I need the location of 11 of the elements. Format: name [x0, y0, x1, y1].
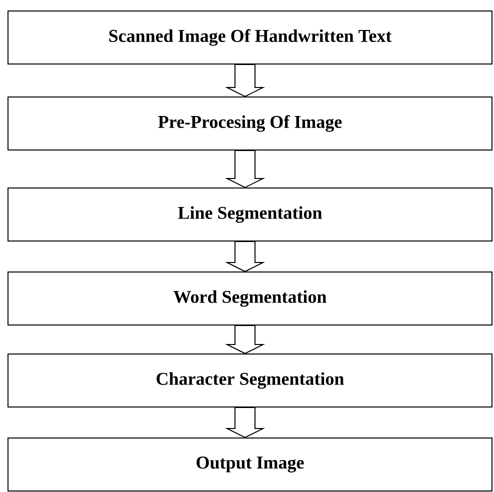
- process-box: Output Image: [8, 438, 492, 492]
- block-arrow: [224, 150, 266, 188]
- process-box: Line Segmentation: [8, 188, 492, 242]
- block-arrow: [224, 64, 266, 98]
- block-arrow: [224, 325, 266, 354]
- process-box: Character Segmentation: [8, 354, 492, 408]
- block-arrow: [224, 241, 266, 272]
- process-box: Scanned Image Of Handwritten Text: [8, 10, 492, 64]
- block-arrow: [224, 407, 266, 438]
- process-box: Word Segmentation: [8, 272, 492, 326]
- process-box: Pre-Procesing Of Image: [8, 96, 492, 150]
